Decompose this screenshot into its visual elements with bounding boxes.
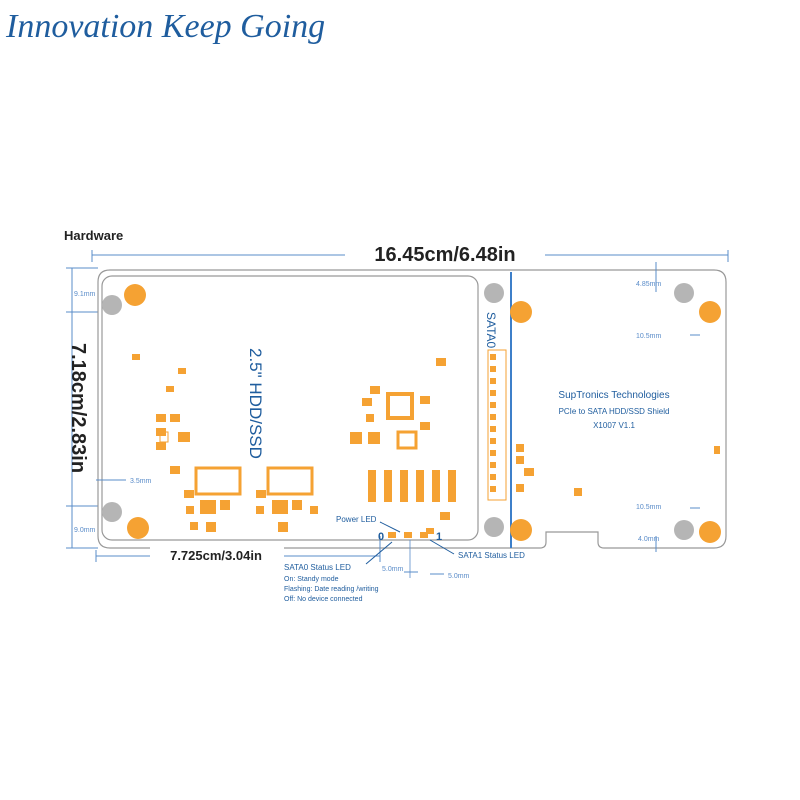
hole-bottom-right [674,520,694,540]
sata1-led-label: SATA1 Status LED [458,551,525,560]
right-hole-top-label: 10.5mm [636,333,661,340]
pad-top-right [699,301,721,323]
height-dimension: 9.1mm 9.0mm 7.18cm/2.83in [66,267,98,549]
sata0-led-label: SATA0 Status LED [284,563,351,572]
led-index-0: 0 [378,531,384,543]
hole-sata-bottom [484,517,504,537]
pad-top-left [124,284,146,306]
hole-offset-dimension: 3.5mm [96,478,152,485]
led-legend-off: Off: No device connected [284,596,363,603]
hole-top-right [674,283,694,303]
mounting-holes [102,283,721,543]
hole-sata-top [484,283,504,303]
right-dimensions: 4.85mm 10.5mm 10.5mm 4.0mm [636,262,700,552]
power-led [404,532,412,538]
components [132,354,720,534]
hole-offset-left-label: 3.5mm [130,478,152,485]
right-hole-bottom-label: 10.5mm [636,504,661,511]
power-led-label: Power LED [336,515,377,524]
sata-connector [487,349,507,501]
width-label: 16.45cm/6.48in [374,244,515,266]
drive-area [101,275,479,541]
bottom-right-margin-label: 4.0mm [638,536,660,543]
product-label: PCIe to SATA HDD/SSD Shield [559,407,670,416]
width-dimension: 16.45cm/6.48in [91,240,729,266]
hole-bottom-left [102,502,122,522]
led-legend-on: On: Standy mode [284,576,339,583]
led-gap-2-label: 5.0mm [448,573,470,580]
led-gap-1-label: 5.0mm [382,566,404,573]
model-label: X1007 V1.1 [593,421,635,430]
tagline: Innovation Keep Going [6,8,326,45]
drive-label: 2.5" HDD/SSD [246,348,265,459]
pad-sata-top [510,301,532,323]
sata1-led [420,532,428,538]
pad-bottom-left [127,517,149,539]
pad-sata-bottom [510,519,532,541]
left-width-label: 7.725cm/3.04in [170,548,262,563]
sata0-port-label: SATA0 [484,312,498,349]
sata0-led [388,532,396,538]
led-legend-flashing: Flashing: Date reading /writing [284,586,379,593]
bottom-left-margin-label: 9.0mm [74,527,96,534]
led-index-1: 1 [436,531,442,543]
section-title: Hardware [64,228,123,243]
hole-top-left [102,295,122,315]
led-section: Power LED 0 1 SATA1 Status LED 5.0mm 5.0… [284,515,525,603]
left-width-dimension: 7.725cm/3.04in [95,536,381,564]
top-right-margin-label: 4.85mm [636,281,661,288]
pad-bottom-right [699,521,721,543]
company-label: SupTronics Technologies [558,390,669,401]
height-label: 7.18cm/2.83in [67,343,89,473]
top-left-margin-label: 9.1mm [74,291,96,298]
